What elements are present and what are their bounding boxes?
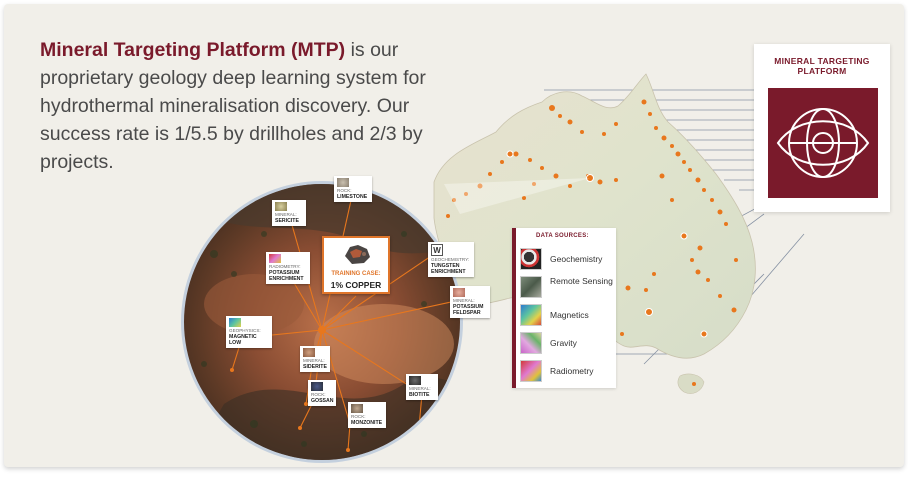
mtp-title: MINERAL TARGETING PLATFORM (774, 56, 870, 76)
data-source-magnetics: Magnetics (520, 304, 616, 328)
tag-limestone: ROCK: LIMESTONE (334, 176, 372, 202)
mtp-card: MINERAL TARGETING PLATFORM (754, 44, 890, 212)
tag-category: RADIOMETRY: (269, 264, 301, 269)
tag-potassium-enrichment: RADIOMETRY: POTASSIUM ENRICHMENT (266, 252, 310, 284)
feldspar-mineral-icon (453, 288, 465, 297)
headline-text: is our proprietary geology deep learning… (40, 39, 426, 173)
limestone-rock-icon (337, 178, 349, 187)
tag-monzonite: ROCK: MONZONITE (348, 402, 386, 428)
geochemistry-map-icon (520, 248, 542, 270)
headline: Mineral Targeting Platform (MTP) is our … (40, 36, 480, 176)
tag-value: SIDERITE (303, 363, 327, 370)
tag-gossan: ROCK: GOSSAN (308, 380, 336, 406)
data-source-label: Geochemistry (550, 254, 603, 264)
slide-card: Mineral Targeting Platform (MTP) is our … (4, 4, 904, 467)
copper-rock-icon (345, 245, 370, 264)
panel-accent-bar (512, 228, 516, 388)
tag-category: MINERAL: (409, 386, 431, 391)
tag-sericite: MINERAL: SERICITE (272, 200, 306, 226)
training-case-value: 1% COPPER (330, 280, 382, 290)
data-source-label: Magnetics (550, 310, 589, 320)
magnetics-swatch-icon (229, 318, 241, 327)
gossan-rock-icon (311, 382, 323, 391)
terrain-photo (184, 184, 460, 460)
training-case-tag: TRAINING CASE: 1% COPPER (322, 236, 390, 294)
siderite-mineral-icon (303, 348, 315, 357)
data-source-label: Remote Sensing (550, 276, 613, 286)
tungsten-symbol-icon: W (431, 244, 443, 256)
data-source-gravity: Gravity (520, 332, 616, 356)
radiometry-map-icon (520, 360, 542, 382)
tag-value: SERICITE (275, 217, 299, 224)
data-sources-title: DATA SOURCES: (536, 233, 589, 239)
tag-magnetic-low: GEOPHYSICS: MAGNETIC LOW (226, 316, 272, 348)
tag-value: GOSSAN (311, 397, 334, 404)
sericite-mineral-icon (275, 202, 287, 211)
tag-tungsten-enrichment: W GEOCHEMISTRY: TUNGSTEN ENRICHMENT (428, 242, 474, 277)
eye-globe-icon (768, 88, 878, 198)
tag-value: POTASSIUM ENRICHMENT (269, 269, 304, 282)
tag-potassium-feldspar: MINERAL: POTASSIUM FELDSPAR (450, 286, 490, 318)
tag-category: MINERAL: (453, 298, 475, 303)
data-source-radiometry: Radiometry (520, 360, 616, 384)
tag-biotite: MINERAL: BIOTITE (406, 374, 438, 400)
magnetics-map-icon (520, 304, 542, 326)
monzonite-rock-icon (351, 404, 363, 413)
tag-category: ROCK: (351, 414, 366, 419)
tag-value: LIMESTONE (337, 193, 368, 200)
tag-category: MINERAL: (303, 358, 325, 363)
data-source-remote-sensing: Remote Sensing (520, 276, 616, 300)
headline-brand: Mineral Targeting Platform (MTP) (40, 39, 346, 61)
radiometry-swatch-icon (269, 254, 281, 263)
gravity-map-icon (520, 332, 542, 354)
data-source-label: Radiometry (550, 366, 594, 376)
tag-category: MINERAL: (275, 212, 297, 217)
tag-category: GEOPHYSICS: (229, 328, 261, 333)
training-case-category: TRAINING CASE: (331, 271, 381, 277)
data-sources-panel: DATA SOURCES: Geochemistry Remote Sensin… (512, 228, 616, 388)
tag-category: ROCK: (337, 188, 352, 193)
tag-siderite: MINERAL: SIDERITE (300, 346, 330, 372)
tag-value: BIOTITE (409, 391, 430, 398)
tag-value: MONZONITE (351, 419, 383, 426)
tag-value: POTASSIUM FELDSPAR (453, 303, 484, 316)
tag-category: ROCK: (311, 392, 326, 397)
tasmania-map (677, 373, 705, 394)
hub-dots (506, 150, 708, 338)
tag-value: TUNGSTEN ENRICHMENT (431, 262, 466, 275)
data-source-label: Gravity (550, 338, 577, 348)
data-source-geochemistry: Geochemistry (520, 248, 616, 272)
remote-sensing-map-icon (520, 276, 542, 298)
biotite-mineral-icon (409, 376, 421, 385)
tag-category: GEOCHEMISTRY: (431, 257, 470, 262)
discovery-dots (446, 99, 738, 386)
tag-value: MAGNETIC LOW (229, 333, 257, 346)
